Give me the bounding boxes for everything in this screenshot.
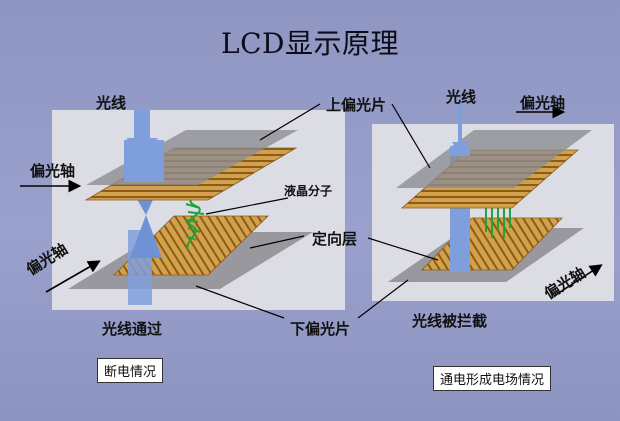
label-pol-axis-right-top: 偏光轴 <box>520 94 566 112</box>
label-upper-polarizer: 上偏光片 <box>326 96 387 114</box>
label-liquid-crystal: 液晶分子 <box>284 184 333 198</box>
right-light-top <box>450 146 470 156</box>
label-light-left: 光线 <box>96 94 127 112</box>
label-light-blocked: 光线被拦截 <box>412 312 488 330</box>
label-light-passes: 光线通过 <box>102 320 163 338</box>
axis-arrows <box>20 105 603 297</box>
pointer-lines <box>195 103 439 319</box>
caption-power-off: 断电情况 <box>97 358 164 383</box>
label-alignment-layer: 定向层 <box>312 230 358 248</box>
right-upper-polarizer <box>396 130 592 188</box>
right-light-incoming-arrow <box>452 104 468 154</box>
label-light-right: 光线 <box>446 88 477 106</box>
label-lower-polarizer: 下偏光片 <box>290 320 351 338</box>
left-lower-alignment <box>113 215 269 276</box>
page-title: LCD显示原理 <box>221 27 399 60</box>
caption-power-on: 通电形成电场情况 <box>433 366 552 391</box>
left-light-column <box>124 140 164 182</box>
right-crystals <box>485 204 511 238</box>
label-pol-axis-left-top: 偏光轴 <box>30 162 76 180</box>
